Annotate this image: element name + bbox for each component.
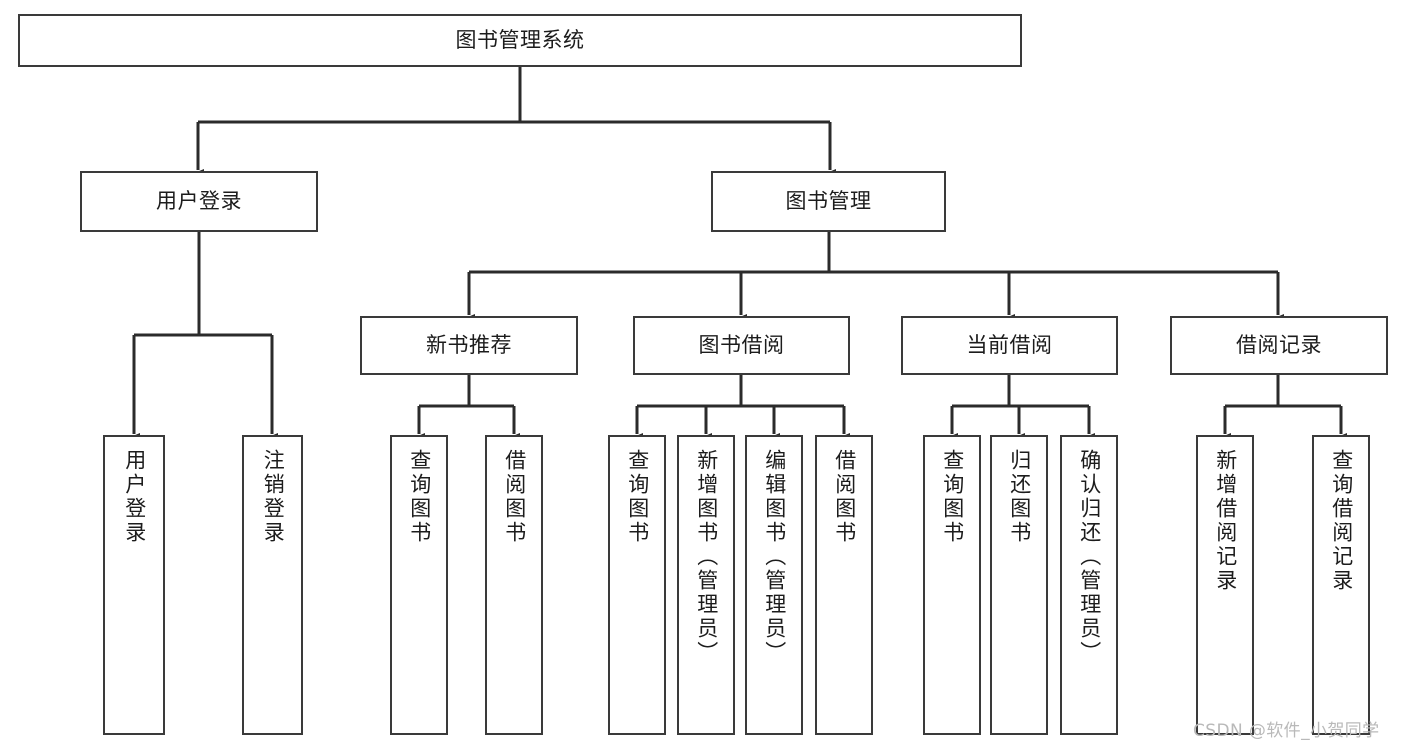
- node-new-book-recommend[interactable]: 新书推荐: [360, 316, 578, 375]
- node-label: 归还图书: [1007, 449, 1032, 545]
- node-label: 图书借阅: [698, 332, 785, 357]
- node-leaf-query-book-3[interactable]: 查询图书: [923, 435, 981, 735]
- node-book-borrow[interactable]: 图书借阅: [633, 316, 850, 375]
- node-label: 新增图书（管理员）: [694, 449, 719, 665]
- node-leaf-borrow-book-2[interactable]: 借阅图书: [815, 435, 873, 735]
- node-leaf-user-login[interactable]: 用户登录: [103, 435, 165, 735]
- node-user-login[interactable]: 用户登录: [80, 171, 318, 232]
- node-label: 借阅图书: [502, 449, 527, 545]
- node-leaf-borrow-book-1[interactable]: 借阅图书: [485, 435, 543, 735]
- node-label: 查询图书: [625, 449, 650, 545]
- node-root[interactable]: 图书管理系统: [18, 14, 1022, 67]
- node-label: 查询图书: [407, 449, 432, 545]
- node-label: 编辑图书（管理员）: [762, 449, 787, 665]
- node-current-borrow[interactable]: 当前借阅: [901, 316, 1118, 375]
- node-book-manage[interactable]: 图书管理: [711, 171, 946, 232]
- node-label: 用户登录: [156, 188, 242, 213]
- watermark: CSDN @软件_小贺同学: [1193, 721, 1380, 741]
- node-label: 借阅记录: [1236, 332, 1322, 357]
- node-label: 借阅图书: [832, 449, 857, 545]
- node-label: 查询借阅记录: [1329, 449, 1354, 593]
- node-leaf-return-book[interactable]: 归还图书: [990, 435, 1048, 735]
- node-leaf-add-book[interactable]: 新增图书（管理员）: [677, 435, 735, 735]
- node-label: 查询图书: [940, 449, 965, 545]
- node-label: 新书推荐: [426, 332, 512, 357]
- node-leaf-query-record[interactable]: 查询借阅记录: [1312, 435, 1370, 735]
- node-label: 注销登录: [261, 449, 286, 545]
- node-label: 新增借阅记录: [1213, 449, 1238, 593]
- node-label: 当前借阅: [966, 332, 1053, 357]
- node-leaf-confirm-return[interactable]: 确认归还（管理员）: [1060, 435, 1118, 735]
- node-label: 图书管理: [785, 188, 872, 213]
- node-leaf-add-record[interactable]: 新增借阅记录: [1196, 435, 1254, 735]
- node-leaf-edit-book[interactable]: 编辑图书（管理员）: [745, 435, 803, 735]
- node-label: 图书管理系统: [455, 27, 585, 52]
- node-borrow-record[interactable]: 借阅记录: [1170, 316, 1388, 375]
- node-leaf-user-logout[interactable]: 注销登录: [242, 435, 303, 735]
- node-label: 用户登录: [122, 449, 147, 545]
- node-leaf-query-book-1[interactable]: 查询图书: [390, 435, 448, 735]
- node-label: 确认归还（管理员）: [1077, 449, 1102, 665]
- node-leaf-query-book-2[interactable]: 查询图书: [608, 435, 666, 735]
